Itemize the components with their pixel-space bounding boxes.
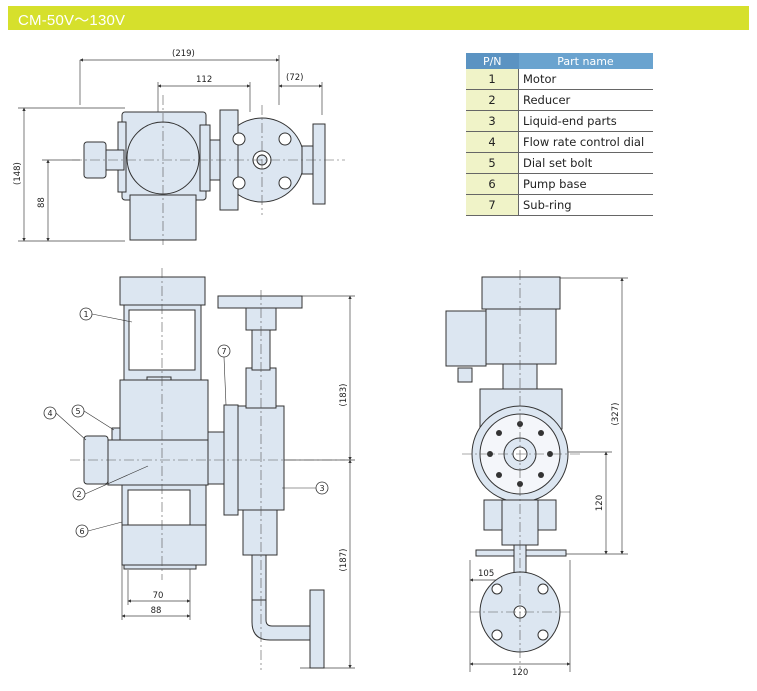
row-pn: 6: [466, 173, 519, 195]
callout-liquid-end: 3: [319, 484, 324, 493]
dim-side-flange: 120: [512, 668, 528, 678]
row-pn: 3: [466, 110, 519, 132]
row-name: Dial set bolt: [518, 152, 653, 174]
side-view-dimension-labels: (327) 120 105 120: [478, 403, 621, 678]
title-bar: CM-50V〜130V: [8, 6, 749, 30]
table-header-row: P/N Part name: [466, 53, 653, 69]
page-title: CM-50V〜130V: [18, 12, 126, 29]
dim-side-offset: 105: [478, 569, 494, 579]
top-view-dimension-labels: (219) 112 (72) (148) 88: [13, 49, 303, 208]
row-name: Reducer: [518, 89, 653, 111]
dim-top-center: 112: [196, 75, 212, 85]
side-view: [445, 270, 628, 672]
callout-reducer: 2: [76, 490, 81, 499]
row-name: Sub-ring: [518, 194, 653, 216]
dim-side-center: 120: [595, 495, 605, 511]
dim-front-upper: (183): [339, 384, 349, 407]
row-name: Flow rate control dial: [518, 131, 653, 153]
header-part-name: Part name: [518, 53, 653, 69]
dim-front-lower: (187): [339, 549, 349, 572]
dim-base-outer: 88: [151, 606, 162, 616]
row-name: Motor: [518, 69, 653, 90]
dim-top-right: (72): [286, 73, 303, 83]
row-pn: 2: [466, 89, 519, 111]
callout-dial-bolt: 5: [75, 407, 80, 416]
top-view: [18, 55, 345, 245]
dim-top-offset: 88: [37, 197, 47, 208]
row-name: Liquid-end parts: [518, 110, 653, 132]
dim-top-overall: (219): [172, 49, 195, 59]
row-pn: 4: [466, 131, 519, 153]
row-pn: 1: [466, 69, 519, 90]
callout-motor: 1: [83, 310, 88, 319]
callout-pump-base: 6: [79, 527, 84, 536]
callout-dial: 4: [47, 409, 52, 418]
dim-side-height: (327): [611, 403, 621, 426]
front-view-dimension-labels: (183) (187) 70 88: [151, 384, 349, 616]
front-view-callout-numbers: 1 2 3 4 5 6 7: [47, 310, 324, 536]
row-pn: 7: [466, 194, 519, 216]
header-pn: P/N: [466, 53, 519, 69]
front-view: [43, 268, 355, 670]
callout-sub-ring: 7: [221, 347, 226, 356]
dim-base-inner: 70: [153, 591, 164, 601]
dim-top-height: (148): [13, 162, 23, 185]
row-name: Pump base: [518, 173, 653, 195]
row-pn: 5: [466, 152, 519, 174]
